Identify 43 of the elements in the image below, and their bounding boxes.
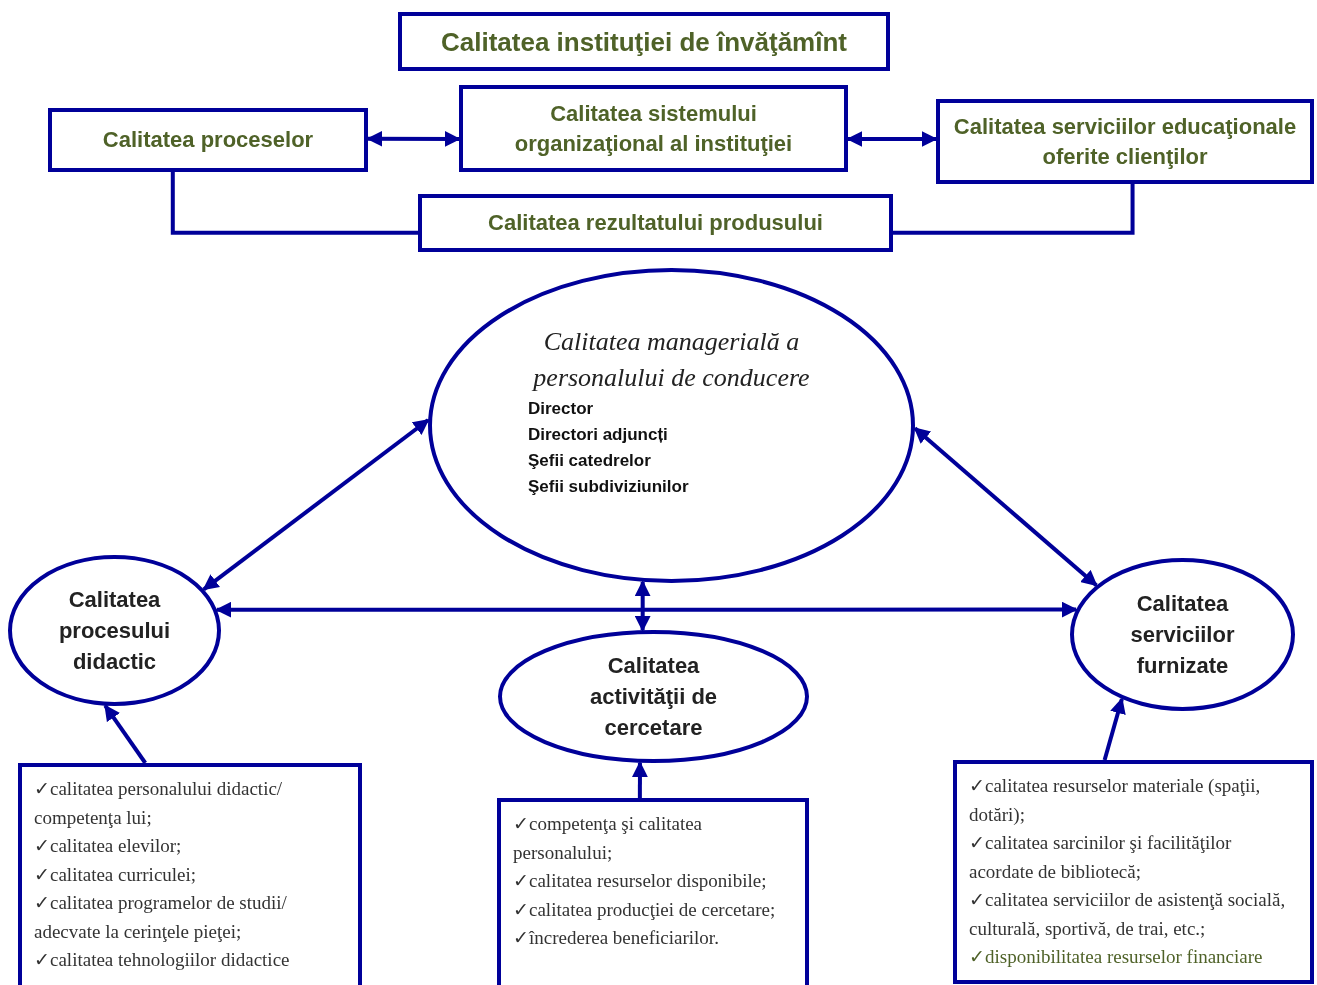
checklist-item: ✓calitatea producţiei de cercetare; <box>513 897 777 922</box>
arrow <box>1102 697 1126 761</box>
box-label: Calitatea sistemului organizaţional al instituţiei <box>513 99 794 158</box>
role-item: Director <box>528 398 594 420</box>
process-box <box>418 194 893 252</box>
checklist-item: ✓calitatea personalului didactic/ competenţa lui; <box>34 777 284 830</box>
checklist-item: ✓încrederea beneficiarilor. <box>513 926 720 950</box>
ellipse-label: Calitatea procesului didactic <box>57 586 172 676</box>
connector-line <box>170 172 418 235</box>
checklist-item: ✓calitatea resurselor disponibile; <box>513 869 768 893</box>
arrow <box>215 601 1078 618</box>
role-item: Şefii catedrelor <box>528 450 651 472</box>
box-label: Calitatea proceselor <box>102 126 314 154</box>
box-label: Calitatea rezultatului produsului <box>488 209 823 237</box>
checklist-item: ✓competenţa şi calitatea personalului; <box>513 812 704 865</box>
arrow <box>634 580 651 632</box>
process-box <box>459 85 848 172</box>
process-box <box>48 108 368 172</box>
list-box <box>497 798 809 985</box>
checklist-item: ✓calitatea curriculei; <box>34 862 198 887</box>
ellipse-label: Calitatea serviciilor furnizate <box>1129 590 1236 680</box>
process-box <box>936 99 1314 184</box>
title-box <box>398 12 890 71</box>
checklist-item: ✓calitatea serviciilor de asistenţă socială, culturală, sportivă, de trai, etc.; <box>969 888 1287 941</box>
list-box <box>953 760 1314 984</box>
arrow <box>202 418 430 591</box>
box-label: Calitatea serviciilor educaţionale oferite clienţilor <box>952 112 1298 171</box>
box-label: Calitatea instituţiei de învăţămînt <box>441 26 847 57</box>
ellipse-heading: Calitatea managerială a personalului de conducere <box>531 326 811 394</box>
arrow <box>103 704 147 765</box>
role-item: Şefii subdiviziunilor <box>528 476 689 498</box>
checklist-item: ✓calitatea elevilor; <box>34 834 183 858</box>
connector-line <box>893 184 1135 235</box>
arrow <box>913 426 1098 587</box>
checklist-item: ✓calitatea tehnologiilor didactice <box>34 948 291 972</box>
arrow <box>631 761 648 798</box>
checklist-item: ✓calitatea programelor de studii/ adecvate la cerinţele pieţei; <box>34 891 288 944</box>
checklist-item: ✓calitatea resurselor materiale (spaţii, dotări); <box>969 774 1262 827</box>
ellipse-label: Calitatea activităţii de cercetare <box>588 652 719 742</box>
checklist-item: ✓disponibilitatea resurselor financiare <box>969 945 1264 969</box>
checklist-item: ✓calitatea sarcinilor şi facilităţilor acordate de bibliotecă; <box>969 831 1233 884</box>
role-item: Directori adjuncți <box>528 424 668 446</box>
list-box <box>18 763 362 985</box>
